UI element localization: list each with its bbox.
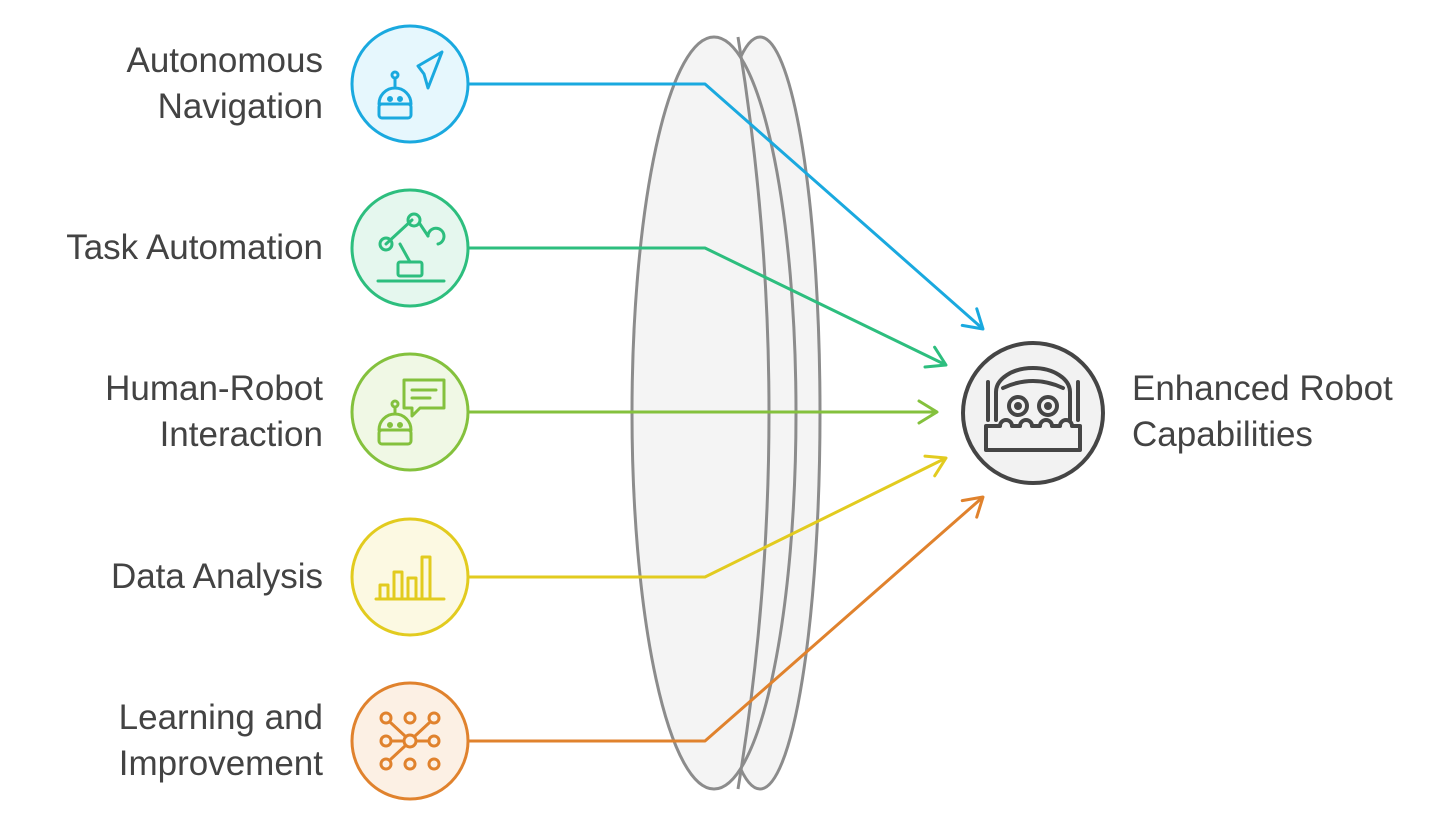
- label-line: Data Analysis: [110, 557, 323, 596]
- node-learning-and-improvement: [350, 681, 470, 801]
- robotic-arm-icon: [376, 212, 446, 283]
- label-line: Autonomous: [126, 41, 323, 80]
- node-task-automation: [350, 188, 470, 308]
- node-data-analysis: [350, 517, 470, 637]
- arrowhead: [923, 454, 948, 478]
- label-enhanced-robot-capabilities: Enhanced Robot Capabilities: [1132, 366, 1393, 458]
- node-circle: [350, 681, 470, 801]
- connector-line: [468, 246, 947, 367]
- bar-chart-icon: [374, 555, 446, 601]
- connector-line: [468, 82, 984, 331]
- node-circle: [350, 352, 470, 472]
- node-autonomous-navigation: [350, 24, 470, 144]
- node-enhanced-robot-capabilities: [961, 341, 1105, 485]
- arrowhead: [960, 307, 985, 331]
- robot-face-icon: [984, 366, 1082, 452]
- robot-chat-icon: [377, 378, 446, 446]
- output-node-circle: [961, 341, 1105, 485]
- arrowhead: [917, 399, 939, 425]
- label-autonomous-navigation: Autonomous Navigation: [126, 38, 323, 130]
- node-circle: [350, 24, 470, 144]
- label-line: Interaction: [159, 415, 323, 454]
- label-line: Enhanced Robot: [1132, 369, 1393, 408]
- label-line: Improvement: [118, 744, 323, 783]
- label-learning-and-improvement: Learning and Improvement: [119, 695, 323, 787]
- label-data-analysis: Data Analysis: [111, 554, 323, 600]
- input-nodes: [350, 24, 470, 801]
- label-line: Learning and: [118, 698, 323, 737]
- robot-navigation-icon: [377, 50, 444, 120]
- label-line: Capabilities: [1132, 415, 1313, 454]
- connectors: [468, 82, 985, 743]
- label-line: Navigation: [157, 87, 323, 126]
- label-line: Human-Robot: [105, 369, 323, 408]
- label-line: Task Automation: [66, 228, 323, 267]
- label-task-automation: Task Automation: [66, 225, 323, 271]
- arrowhead: [923, 345, 948, 369]
- connector-line: [468, 495, 984, 743]
- node-circle: [350, 188, 470, 308]
- label-human-robot-interaction: Human-Robot Interaction: [105, 366, 323, 458]
- neural-network-icon: [379, 711, 441, 771]
- arrowhead: [960, 495, 985, 519]
- connector-line: [468, 456, 947, 579]
- node-human-robot-interaction: [350, 352, 470, 472]
